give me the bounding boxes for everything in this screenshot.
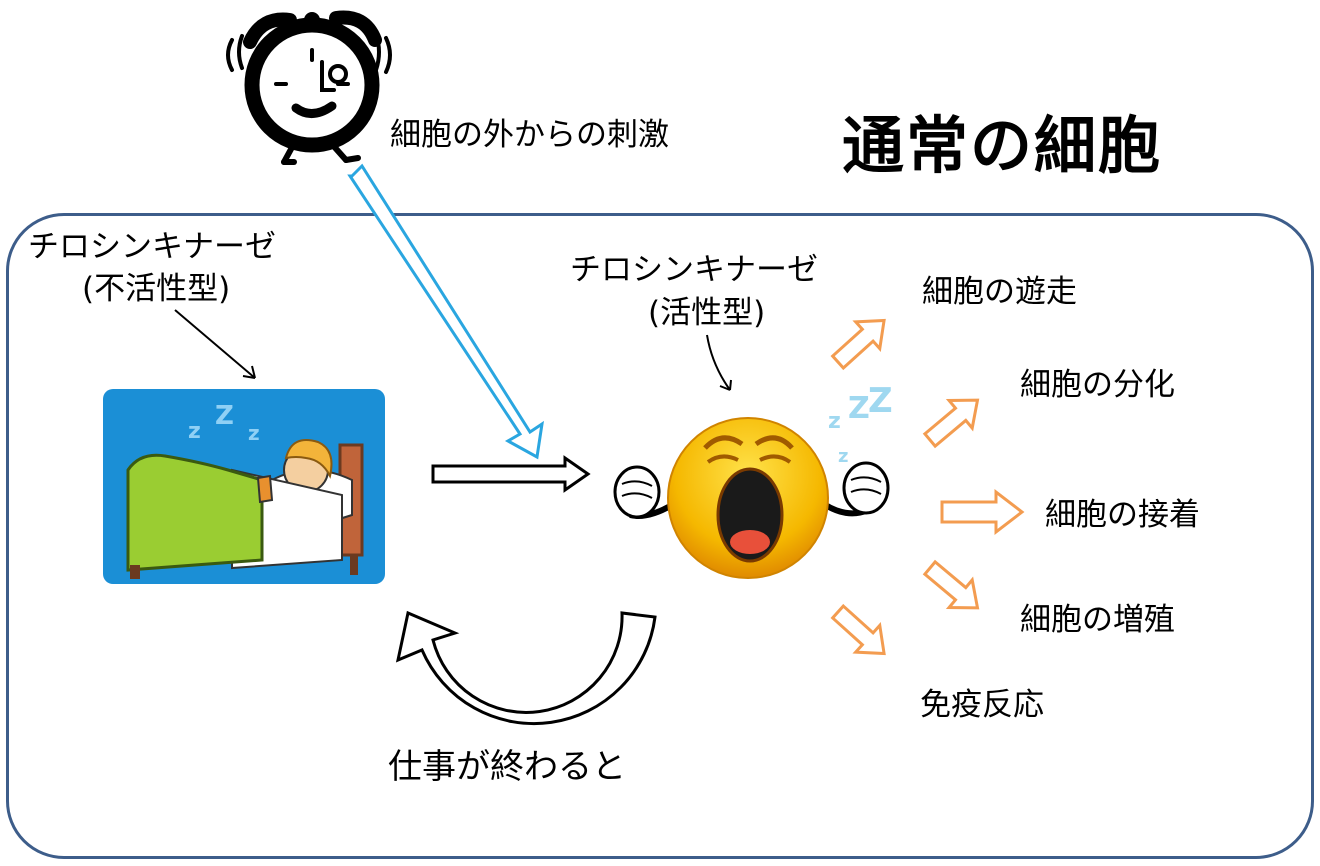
cell-boundary (6, 213, 1314, 859)
svg-text:z: z (248, 421, 260, 445)
yelling-face-icon: z Z Z z (613, 381, 893, 579)
outcome-immune-response: 免疫反応 (920, 687, 1044, 723)
stimulus-label: 細胞の外からの刺激 (390, 117, 669, 153)
outcome-arrow-5 (830, 603, 886, 656)
outcome-arrow-1 (830, 318, 886, 371)
svg-text:Z: Z (848, 391, 870, 426)
sleeping-person-icon: z Z z (103, 389, 385, 584)
outcome-migration: 細胞の遊走 (922, 274, 1077, 310)
svg-text:Z: Z (215, 401, 234, 431)
outcome-arrow-2 (922, 398, 980, 449)
stimulus-arrow (347, 163, 544, 460)
inactive-pointer-line (174, 309, 256, 379)
active-kinase-name: チロシンキナーゼ (570, 252, 818, 288)
svg-text:z: z (188, 419, 201, 444)
inactive-kinase-name: チロシンキナーゼ (28, 229, 276, 265)
alarm-clock-icon (226, 10, 392, 165)
inactive-kinase-state: (不活性型) (82, 271, 231, 307)
svg-text:Z: Z (868, 381, 893, 421)
return-label: 仕事が終わると (388, 747, 626, 787)
page-title: 通常の細胞 (842, 109, 1163, 182)
active-pointer-line (706, 334, 731, 391)
activation-arrow (431, 455, 591, 493)
outcome-differentiation: 細胞の分化 (1020, 367, 1175, 403)
svg-text:z: z (838, 446, 848, 467)
active-pointer-head (719, 379, 732, 391)
return-arrow (395, 610, 657, 726)
outcome-proliferation: 細胞の増殖 (1020, 602, 1175, 638)
outcome-arrow-3 (940, 488, 1025, 536)
outcome-arrow-4 (922, 559, 980, 610)
svg-text:z: z (828, 409, 841, 434)
active-kinase-state: (活性型) (648, 295, 766, 331)
inactive-pointer-head (242, 365, 256, 379)
outcome-adhesion: 細胞の接着 (1045, 497, 1200, 533)
outcome-arrows (830, 318, 1025, 656)
